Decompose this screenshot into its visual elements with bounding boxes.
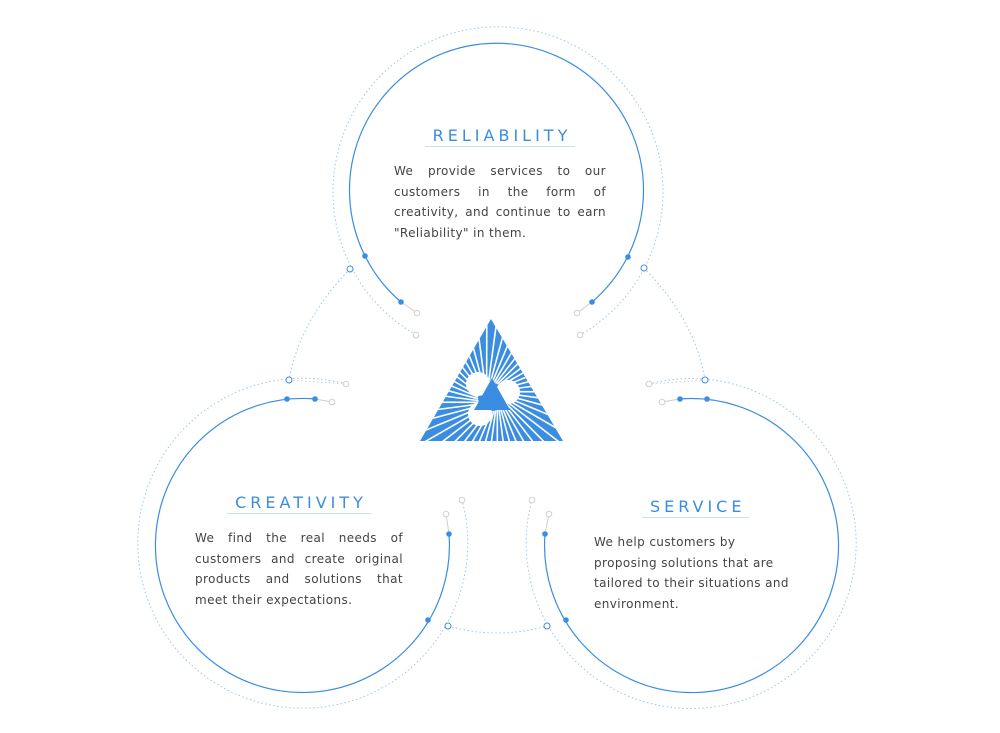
dotted-outer-rings xyxy=(137,26,857,709)
right-outer-ring xyxy=(525,378,857,709)
logo-ray xyxy=(420,407,484,441)
top-outer-ring xyxy=(332,26,664,336)
reliability-section: RELIABILITY We provide services to our c… xyxy=(394,126,606,243)
connector-bottom xyxy=(447,625,548,634)
logo-ray xyxy=(420,406,483,441)
creativity-section: CREATIVITY We find the real needs of cus… xyxy=(195,493,403,610)
logo-ray xyxy=(505,398,563,441)
creativity-title: CREATIVITY xyxy=(195,493,403,514)
logo-ray xyxy=(505,399,563,441)
logo-ray xyxy=(480,410,497,441)
left-outer-ring xyxy=(137,377,469,709)
logo-ray xyxy=(502,405,558,441)
logo-ray xyxy=(504,401,563,441)
logo-ray xyxy=(435,410,491,441)
top-ring xyxy=(348,42,645,303)
blue-node-dots xyxy=(284,253,710,623)
logo-ray xyxy=(498,409,514,441)
logo-ray xyxy=(499,407,529,441)
logo-ray xyxy=(420,327,479,395)
hollow-node-dots xyxy=(285,264,709,630)
service-title: SERVICE xyxy=(594,497,800,518)
solid-rings xyxy=(154,42,840,694)
logo-ray xyxy=(494,319,562,384)
connector-top-left xyxy=(288,268,351,381)
reliability-description: We provide services to our customers in … xyxy=(394,164,606,240)
left-ring xyxy=(154,397,451,694)
service-description: We help customers by proposing solutions… xyxy=(594,535,789,611)
logo-ray xyxy=(503,403,563,441)
logo-ray xyxy=(465,410,495,441)
logo-ray xyxy=(487,319,504,384)
reliability-title: RELIABILITY xyxy=(394,126,606,147)
right-ring xyxy=(543,397,840,694)
logo-ray xyxy=(501,406,544,441)
connector-top-right xyxy=(643,267,706,381)
logo-ray xyxy=(450,410,493,441)
logo-ray xyxy=(493,319,549,384)
service-section: SERVICE We help customers by proposing s… xyxy=(594,497,800,614)
gray-node-dots xyxy=(328,309,666,518)
creativity-description: We find the real needs of customers and … xyxy=(195,531,403,607)
logo-ray xyxy=(496,319,563,385)
logo-ray xyxy=(498,319,563,386)
